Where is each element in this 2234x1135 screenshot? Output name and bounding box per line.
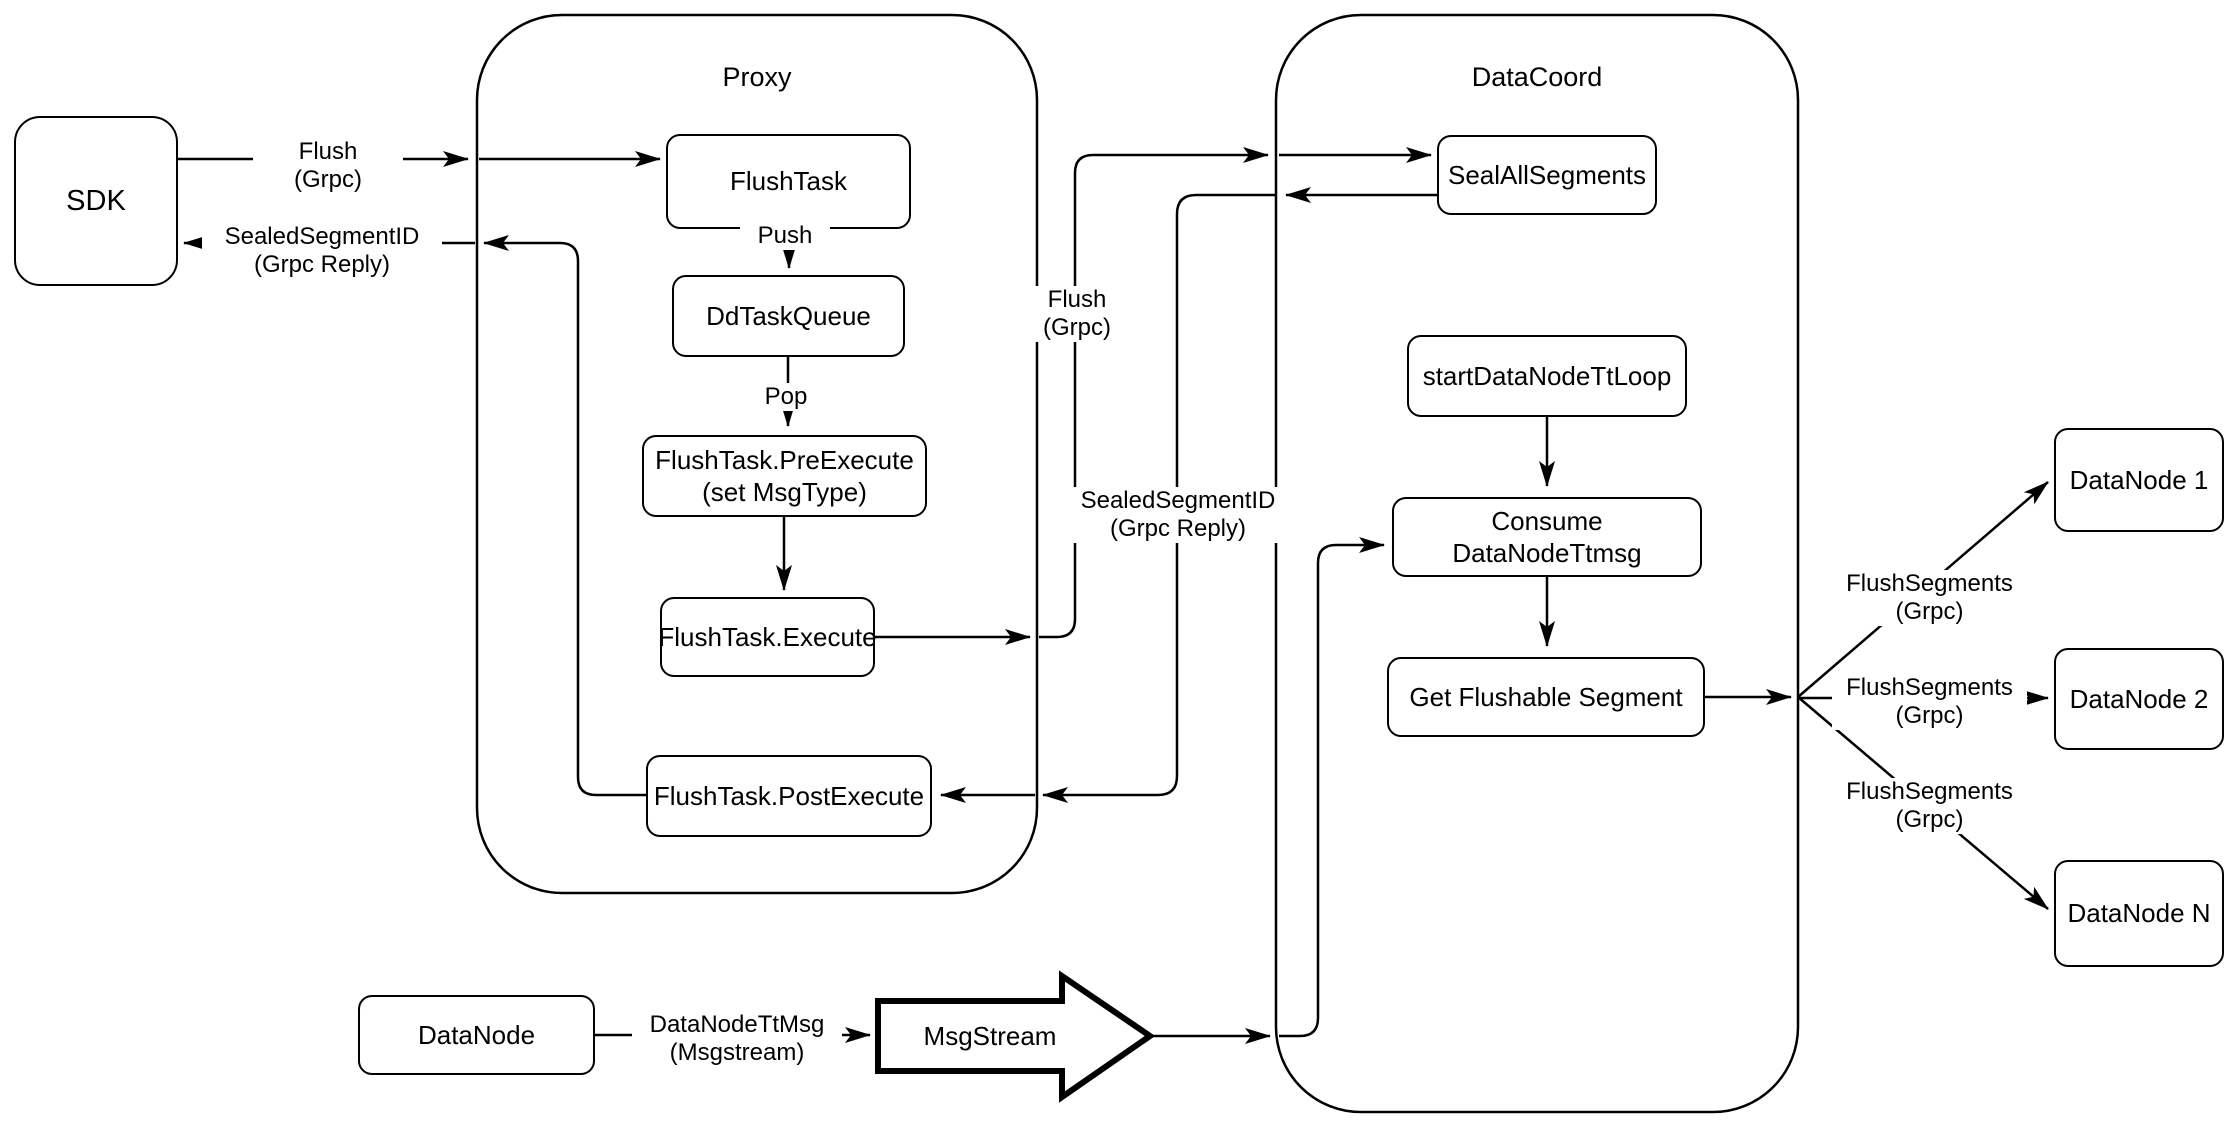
edge-label-sealedsegmentid-mid: SealedSegmentID (Grpc Reply) [1058, 487, 1298, 543]
datacoord-container-border [1274, 13, 1800, 1114]
msgstream-label: MsgStream [923, 1020, 1057, 1051]
edge-label-pop: Pop [751, 383, 821, 411]
edge-label-flushsegments-2: FlushSegments (Grpc) [1832, 674, 2027, 730]
node-flushtask-postexecute: FlushTask.PostExecute [646, 755, 932, 837]
edge-flush-up-to-datacoord [1039, 147, 1269, 639]
node-datanode-bottom: DataNode [358, 995, 595, 1075]
edge-postexecute-to-proxy-border [483, 235, 646, 797]
proxy-container-title: Proxy [722, 62, 792, 92]
node-sealallsegments: SealAllSegments [1437, 135, 1657, 215]
edge-label-sealedsegmentid-left: SealedSegmentID (Grpc Reply) [202, 223, 442, 279]
edge-label-flushsegments-3: FlushSegments (Grpc) [1832, 778, 2027, 834]
edge-up-to-consume [1279, 537, 1385, 1038]
proxy-container-border [475, 13, 1039, 895]
node-flushtask-execute: FlushTask.Execute [658, 597, 877, 677]
node-ddtaskqueue: DdTaskQueue [672, 275, 905, 357]
node-flushtask-preexecute: FlushTask.PreExecute (set MsgType) [642, 435, 927, 517]
edge-label-flush-grpc-left: Flush (Grpc) [253, 138, 403, 194]
node-startdatanodettloop: startDataNodeTtLoop [1407, 335, 1687, 417]
datacoord-container-title: DataCoord [1471, 62, 1603, 92]
edge-label-push: Push [740, 222, 830, 250]
node-datanode-n: DataNode N [2054, 860, 2224, 967]
edge-label-datanodettmsg: DataNodeTtMsg (Msgstream) [632, 1011, 842, 1067]
node-sdk: SDK [14, 116, 178, 286]
edge-label-flush-grpc-mid: Flush (Grpc) [1022, 286, 1132, 342]
node-consume-datanodettmsg: Consume DataNodeTtmsg [1392, 497, 1702, 577]
node-datanode-1: DataNode 1 [2054, 428, 2224, 532]
node-datanode-2: DataNode 2 [2054, 648, 2224, 750]
msgstream-block-arrow [875, 970, 1156, 1103]
node-flushtask: FlushTask [666, 134, 911, 229]
edge-label-flushsegments-1: FlushSegments (Grpc) [1832, 570, 2027, 626]
node-get-flushable-segment: Get Flushable Segment [1387, 657, 1705, 737]
